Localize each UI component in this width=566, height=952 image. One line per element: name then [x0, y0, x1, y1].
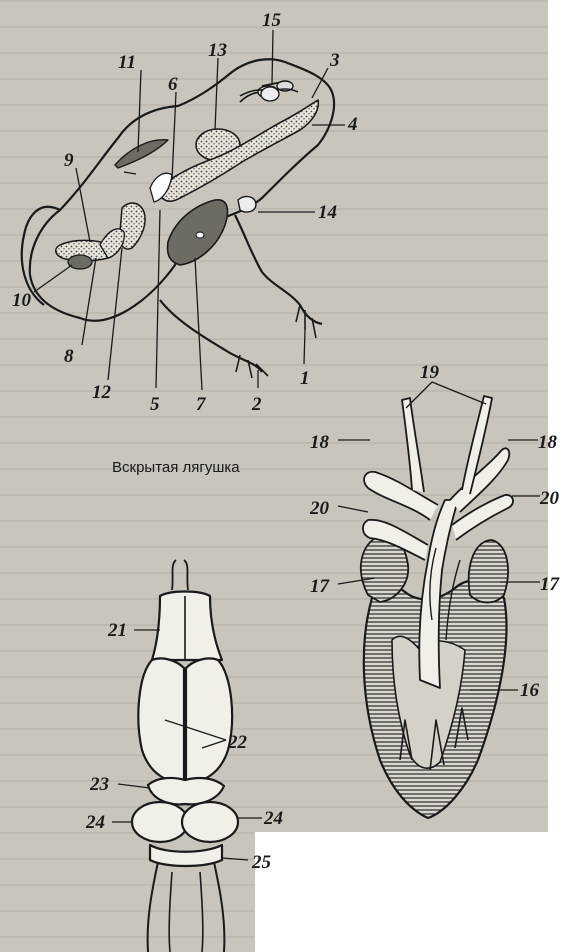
medulla [148, 862, 225, 952]
front-leg-outline [235, 215, 322, 324]
label-11: 11 [118, 52, 136, 73]
frog-leader-lines [34, 30, 345, 390]
label-3: 3 [329, 50, 340, 71]
label-5: 5 [150, 394, 160, 415]
cloaca [68, 255, 92, 269]
frog-caption: Вскрытая лягушка [112, 459, 240, 476]
right-atrium [469, 540, 508, 603]
label-17-right: 17 [540, 574, 561, 595]
diencephalon [148, 778, 224, 804]
lung [115, 140, 168, 168]
label-23: 23 [89, 774, 109, 795]
label-4: 4 [347, 114, 358, 135]
digestive-tract [158, 100, 318, 201]
opened-frog-drawing [22, 59, 334, 378]
label-9: 9 [64, 150, 74, 171]
label-13: 13 [208, 40, 227, 61]
label-24-right: 24 [263, 808, 283, 829]
label-25: 25 [251, 852, 272, 873]
label-19: 19 [420, 362, 440, 383]
label-8: 8 [64, 346, 74, 367]
label-14: 14 [318, 202, 337, 223]
label-18-left: 18 [310, 432, 330, 453]
gland-14 [238, 197, 256, 212]
olfactory-lobes [152, 592, 222, 661]
cerebellum [150, 845, 222, 866]
label-2: 2 [251, 394, 262, 415]
label-18-right: 18 [538, 432, 558, 453]
label-17-left: 17 [310, 576, 331, 597]
cerebral-hemisphere-left [138, 658, 184, 781]
optic-lobe-left [132, 802, 188, 842]
label-24-left: 24 [85, 812, 105, 833]
lower-limb-outline [160, 300, 262, 372]
heart-diagram [361, 396, 513, 818]
label-12: 12 [92, 382, 112, 403]
label-15: 15 [262, 10, 282, 31]
cerebral-hemisphere-right [186, 658, 232, 781]
label-16: 16 [520, 680, 540, 701]
label-20-right: 20 [539, 488, 560, 509]
olfactory-nerves [172, 560, 188, 590]
optic-lobe-right [182, 802, 238, 842]
label-7: 7 [196, 394, 207, 415]
label-10: 10 [12, 290, 32, 311]
brain-diagram [132, 560, 238, 952]
label-1: 1 [300, 368, 310, 389]
label-6: 6 [168, 74, 178, 95]
label-21: 21 [107, 620, 127, 641]
label-22: 22 [227, 732, 248, 753]
label-20-left: 20 [309, 498, 330, 519]
carotid-left [402, 398, 424, 492]
left-arch-18 [364, 472, 438, 520]
